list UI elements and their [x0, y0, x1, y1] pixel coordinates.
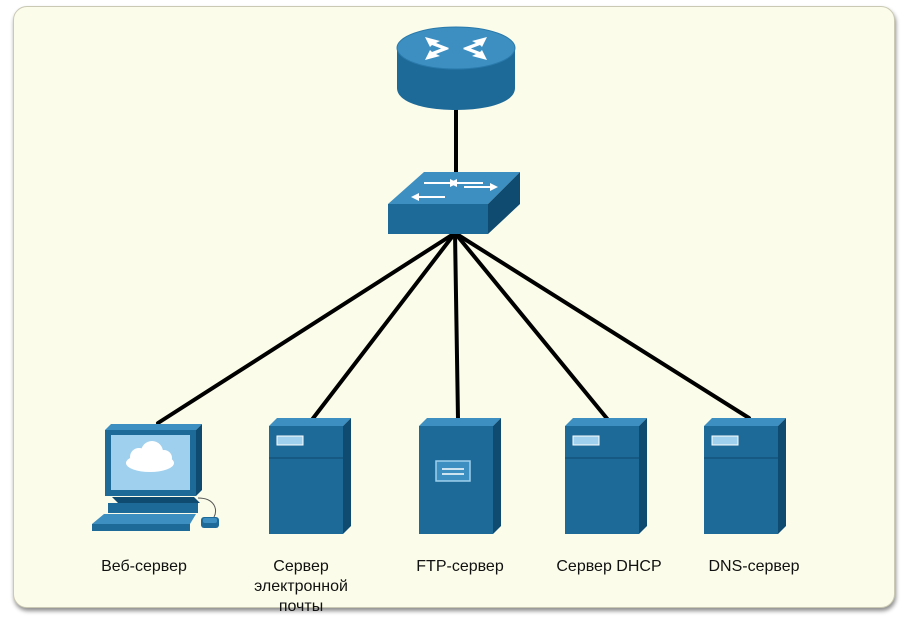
links	[156, 106, 751, 425]
ftp-server-icon[interactable]	[419, 418, 501, 534]
workstation-icon[interactable]	[92, 424, 219, 531]
dhcp-server-icon[interactable]	[565, 418, 647, 534]
link-switch-dhcp-server	[453, 231, 611, 423]
router-icon[interactable]	[396, 26, 516, 110]
link-switch-ftp-server	[453, 231, 460, 421]
link-switch-web-server	[156, 231, 457, 425]
switch-icon[interactable]	[388, 172, 520, 234]
dns-server-icon[interactable]	[704, 418, 786, 534]
dhcp-server-label: Сервер DHCP	[556, 558, 662, 575]
email-server-label: Сервер электронной почты	[254, 558, 348, 615]
web-server-label: Веб-сервер	[101, 558, 187, 575]
link-switch-dns-server	[453, 231, 751, 420]
link-switch-email-server	[309, 231, 457, 423]
dns-server-label: DNS-сервер	[708, 558, 800, 575]
email-server-icon[interactable]	[269, 418, 351, 534]
ftp-server-label: FTP-сервер	[416, 558, 504, 575]
